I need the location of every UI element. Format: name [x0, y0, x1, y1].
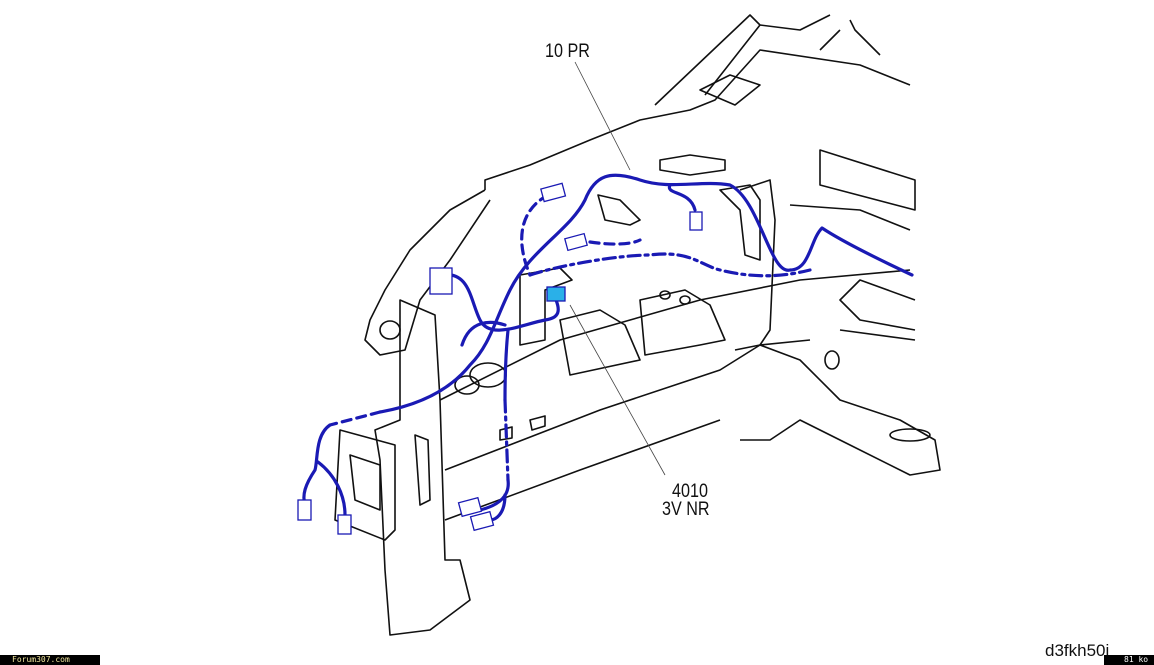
site-watermark: Forum307.com: [0, 655, 100, 665]
connector: [297, 499, 312, 521]
label-10-pr: 10 PR: [545, 41, 590, 62]
connector: [337, 514, 352, 535]
connectors: [297, 182, 703, 535]
reference-code: d3fkh50i: [1045, 641, 1110, 660]
wiring-harness: [302, 173, 914, 522]
file-size: 81 ko: [1104, 655, 1154, 665]
connector: [469, 510, 495, 532]
connector: [563, 232, 589, 252]
highlighted-connector: [546, 286, 566, 302]
connector: [540, 182, 567, 203]
label-4010: 4010: [672, 481, 708, 502]
connector: [457, 496, 483, 518]
connector: [689, 211, 703, 231]
label-3v-nr: 3V NR: [662, 499, 710, 520]
connector: [429, 267, 453, 295]
vehicle-body-outline: [334, 14, 941, 636]
